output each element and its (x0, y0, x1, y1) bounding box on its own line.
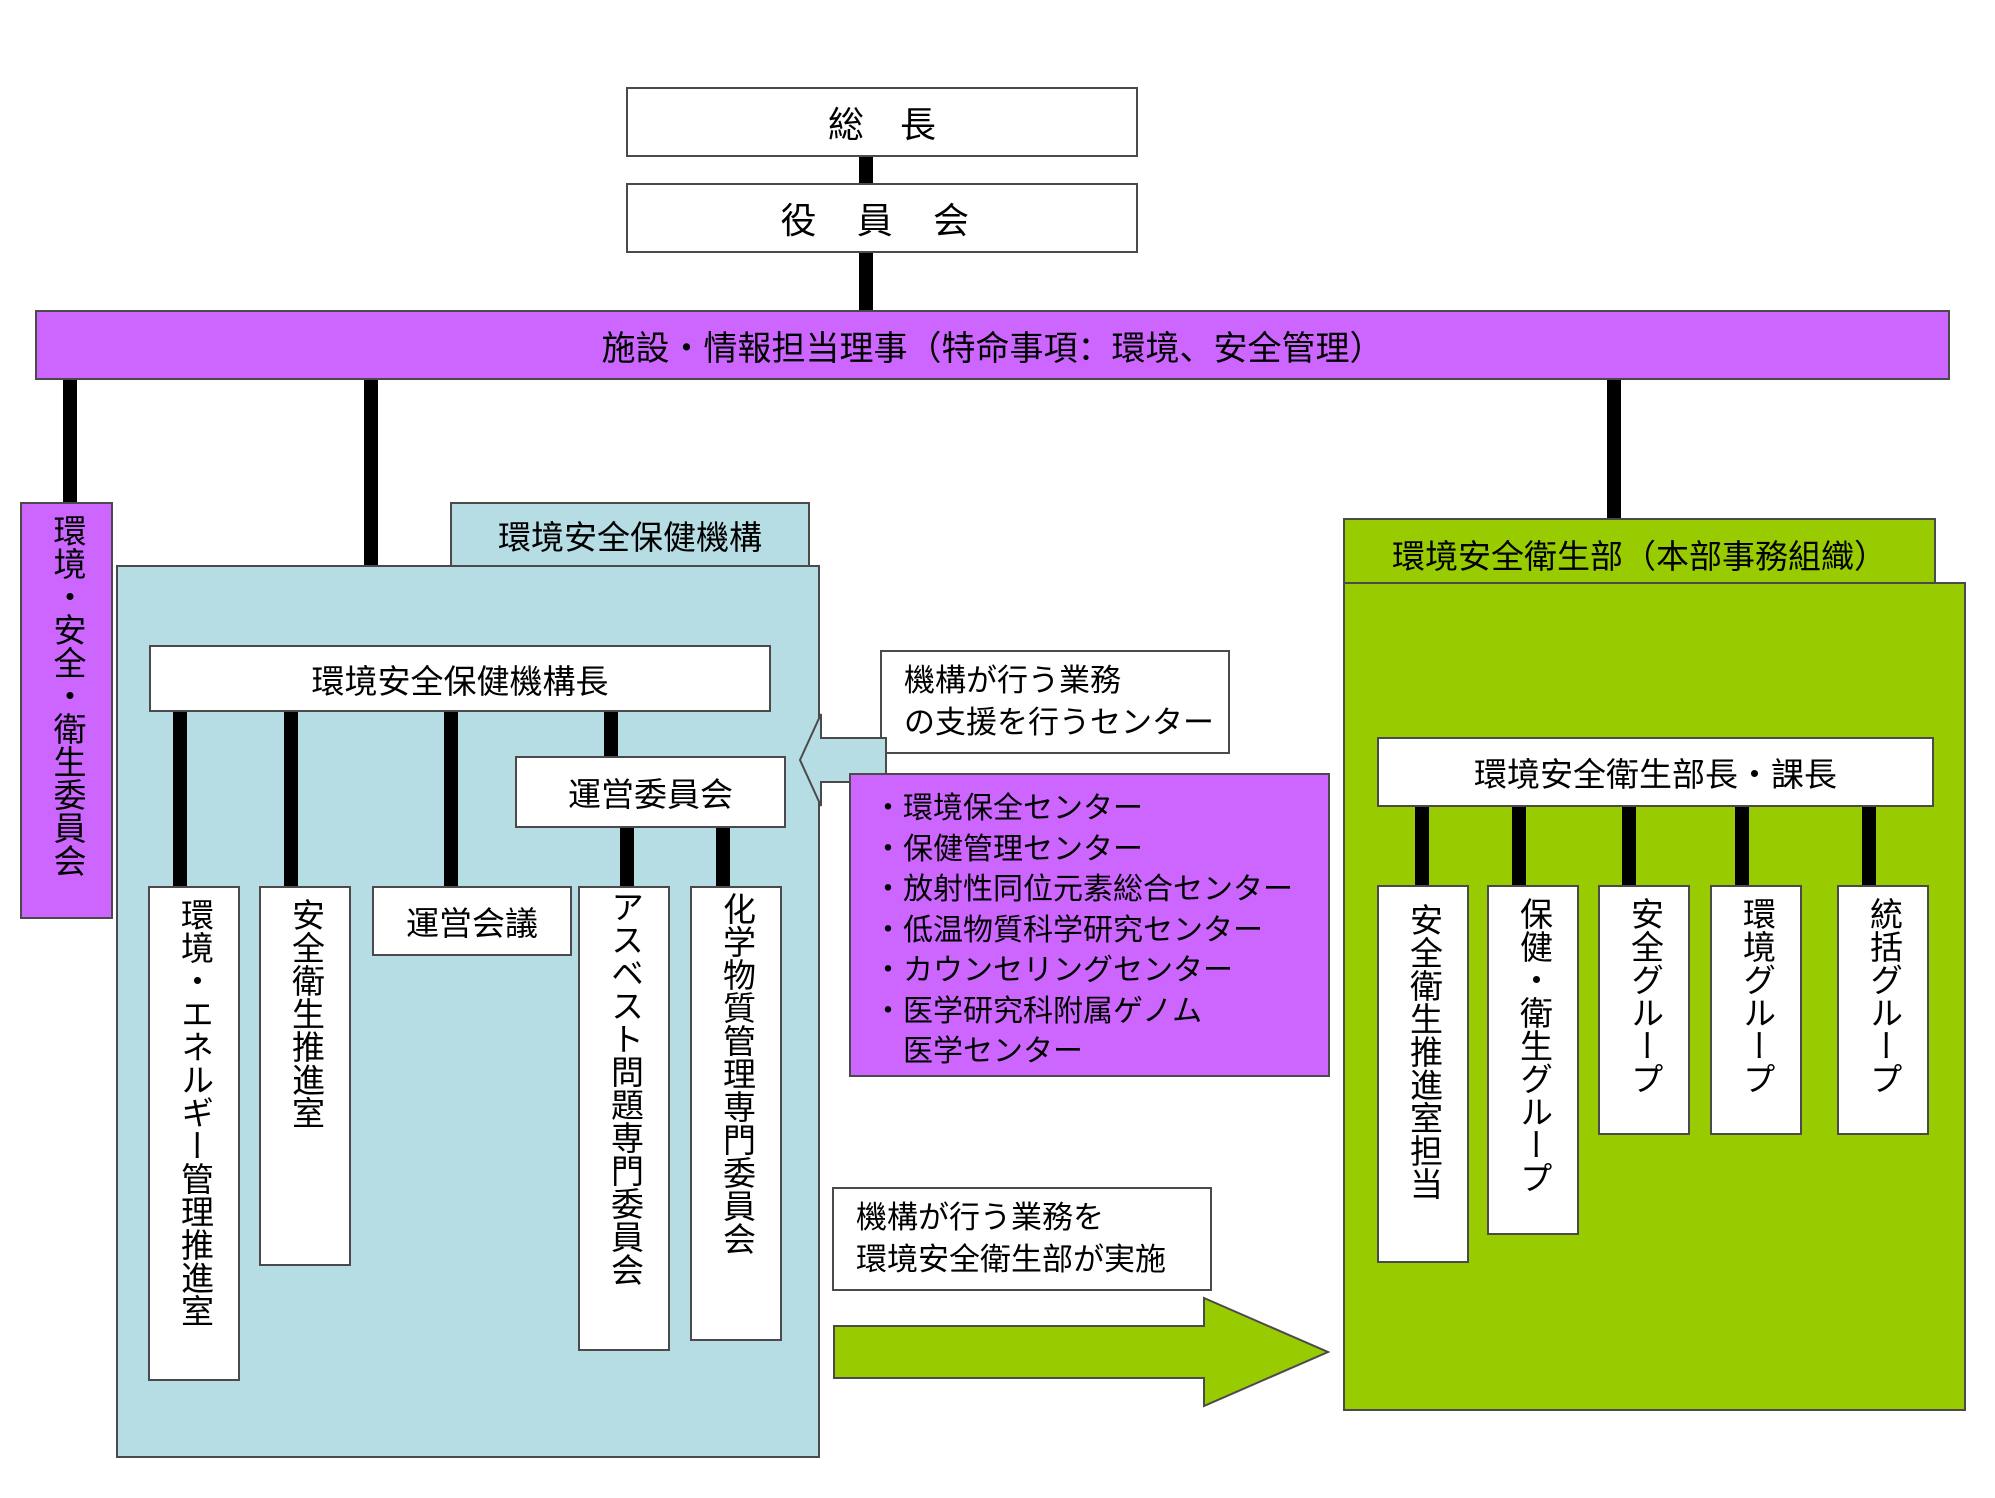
steering-committee-box: 運営委員会 (515, 756, 786, 828)
dept-group-safety-label: 安全グループ (1625, 897, 1665, 1095)
org-unit-operations-meeting: 運営会議 (372, 886, 572, 956)
center-item: 医学センター (873, 1034, 1083, 1069)
safety-committee-label: 環境・安全・衛生委員会 (47, 514, 87, 877)
dept-group-health: 保健・衛生グループ (1487, 885, 1579, 1235)
support-centers-text: 機構が行う業務 の支援を行うセンター (904, 663, 1214, 741)
left-arrow-icon (798, 713, 887, 807)
organization-head-label: 環境安全保健機構長 (311, 661, 609, 701)
connector-dept-group-4 (1735, 805, 1749, 887)
department-title: 環境安全衛生部（本部事務組織） (1392, 537, 1887, 576)
connector-director-department (1607, 378, 1621, 520)
department-head-label: 環境安全衛生部長・課長 (1474, 755, 1837, 794)
center-item: ・環境保全センター (873, 791, 1143, 826)
org-unit-asbestos: アスベスト問題専門委員会 (578, 886, 670, 1351)
connector-head-unit-3 (444, 710, 458, 888)
connector-dept-group-3 (1622, 805, 1636, 887)
dept-group-safety: 安全グループ (1598, 885, 1690, 1135)
org-unit-chemical: 化学物質管理専門委員会 (690, 886, 782, 1341)
org-unit-safety-office: 安全衛生推進室 (259, 886, 351, 1266)
dept-group-environment-label: 環境グループ (1737, 897, 1777, 1095)
director-label: 施設・情報担当理事（特命事項：環境、安全管理） (601, 328, 1384, 369)
center-item: ・保健管理センター (873, 831, 1143, 867)
dept-group-general: 統括グループ (1837, 885, 1929, 1135)
department-tab: 環境安全衛生部（本部事務組織） (1343, 518, 1936, 590)
organization-head-box: 環境安全保健機構長 (149, 645, 771, 712)
centers-list: ・環境保全センター ・保健管理センター ・放射性同位元素総合センター ・低温物質… (873, 789, 1328, 1073)
department-head-box: 環境安全衛生部長・課長 (1377, 737, 1934, 807)
dept-group-environment: 環境グループ (1710, 885, 1802, 1135)
org-unit-safety-office-label: 安全衛生推進室 (286, 898, 326, 1129)
connector-head-steering (604, 710, 618, 758)
center-item: ・低温物質科学研究センター (873, 912, 1263, 948)
dept-group-safety-office: 安全衛生推進室担当 (1377, 885, 1469, 1263)
dept-group-general-label: 統括グループ (1864, 897, 1904, 1095)
org-unit-energy-label: 環境・エネルギー管理推進室 (175, 898, 215, 1327)
safety-committee-box: 環境・安全・衛生委員会 (20, 502, 113, 919)
connector-head-unit-1 (173, 710, 187, 888)
organization-title: 環境安全保健機構 (498, 518, 762, 557)
connector-board-director (859, 250, 873, 312)
connector-steering-unit-4 (620, 826, 634, 888)
director-bar: 施設・情報担当理事（特命事項：環境、安全管理） (35, 310, 1950, 380)
center-item: ・カウンセリングセンター (873, 953, 1233, 988)
steering-committee-label: 運営委員会 (568, 775, 733, 814)
center-item: ・放射性同位元素総合センター (873, 872, 1293, 907)
support-centers-note: 機構が行う業務 の支援を行うセンター (880, 650, 1230, 754)
board-box: 役 員 会 (626, 183, 1138, 253)
connector-dept-group-2 (1512, 805, 1526, 887)
connector-director-committee (63, 378, 77, 503)
connector-president-board (859, 155, 873, 185)
organization-tab: 環境安全保健機構 (450, 502, 810, 568)
dept-group-health-label: 保健・衛生グループ (1514, 897, 1554, 1194)
board-label: 役 員 会 (780, 201, 984, 242)
org-unit-chemical-label: 化学物質管理専門委員会 (717, 892, 757, 1255)
org-unit-operations-meeting-label: 運営会議 (406, 904, 538, 943)
connector-head-unit-2 (284, 710, 298, 888)
center-item: ・医学研究科附属ゲノム (873, 993, 1203, 1029)
centers-box: ・環境保全センター ・保健管理センター ・放射性同位元素総合センター ・低温物質… (849, 773, 1330, 1077)
president-box: 総 長 (626, 87, 1138, 157)
connector-dept-group-5 (1862, 805, 1876, 887)
connector-steering-unit-5 (716, 826, 730, 888)
dept-group-safety-office-label: 安全衛生推進室担当 (1404, 903, 1444, 1200)
connector-dept-group-1 (1415, 805, 1429, 887)
right-arrow-icon (833, 1296, 1331, 1408)
connector-director-organization (364, 378, 378, 568)
implementation-note: 機構が行う業務を 環境安全衛生部が実施 (832, 1187, 1212, 1291)
implementation-text: 機構が行う業務を 環境安全衛生部が実施 (856, 1200, 1166, 1278)
org-unit-asbestos-label: アスベスト問題専門委員会 (605, 890, 645, 1286)
org-unit-energy: 環境・エネルギー管理推進室 (148, 886, 240, 1381)
president-label: 総 長 (827, 105, 936, 146)
